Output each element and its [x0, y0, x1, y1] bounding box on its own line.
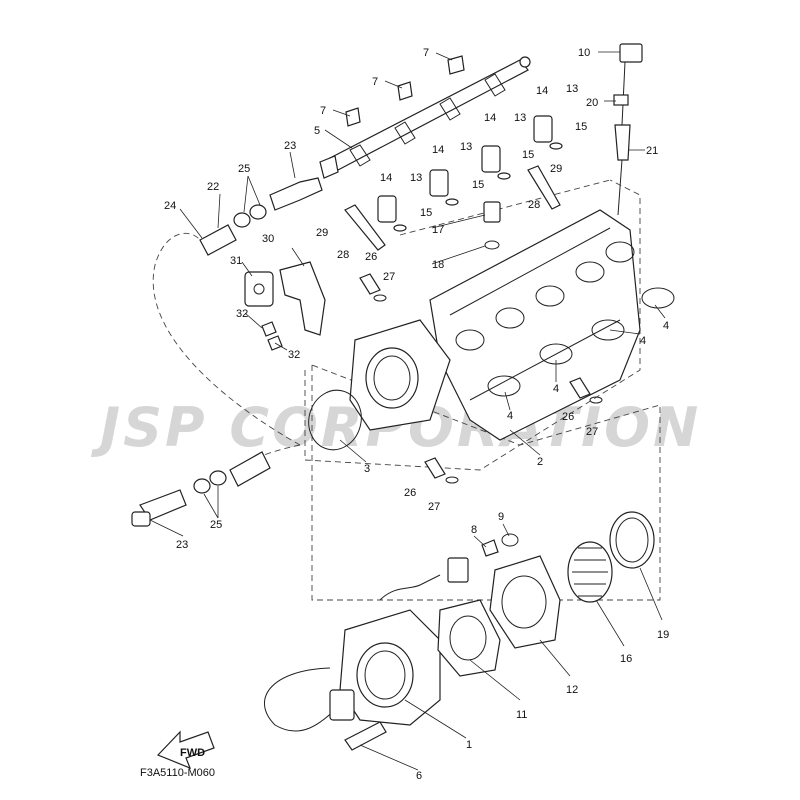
- callout-16: 16: [620, 653, 632, 665]
- callout-28: 28: [528, 199, 540, 211]
- fwd-arrow: FWD: [156, 730, 215, 770]
- callout-13: 13: [460, 141, 472, 153]
- throttle-body: [264, 557, 469, 751]
- callout-1: 1: [466, 739, 472, 751]
- pressure-sensor: [483, 201, 501, 250]
- callout-14: 14: [380, 172, 392, 184]
- callout-13: 13: [514, 112, 526, 124]
- callout-29: 29: [550, 163, 562, 175]
- callout-14: 14: [432, 144, 444, 156]
- callout-32: 32: [288, 349, 300, 361]
- fuel-rail: [319, 56, 531, 179]
- callout-18: 18: [432, 259, 444, 271]
- callout-32: 32: [236, 308, 248, 320]
- callout-15: 15: [472, 179, 484, 191]
- callout-23: 23: [284, 140, 296, 152]
- leader-lines: [149, 51, 666, 771]
- callout-29: 29: [316, 227, 328, 239]
- callout-20: 20: [586, 97, 598, 109]
- hose-assembly-lower: [131, 451, 271, 527]
- hose-assembly-upper: [199, 177, 323, 256]
- callout-6: 6: [416, 770, 422, 782]
- callout-13: 13: [566, 83, 578, 95]
- callout-14: 14: [536, 85, 548, 97]
- callout-15: 15: [575, 121, 587, 133]
- callout-28: 28: [337, 249, 349, 261]
- callout-23: 23: [176, 539, 188, 551]
- callout-11: 11: [516, 709, 527, 721]
- callout-25: 25: [238, 163, 250, 175]
- callout-27: 27: [428, 501, 440, 513]
- callout-26: 26: [404, 487, 416, 499]
- callout-7: 7: [320, 105, 326, 117]
- callout-27: 27: [586, 426, 598, 438]
- callout-4: 4: [640, 335, 646, 347]
- callout-5: 5: [314, 125, 320, 137]
- callout-7: 7: [423, 47, 429, 59]
- callout-14: 14: [484, 112, 496, 124]
- fwd-label: FWD: [180, 747, 205, 759]
- intake-manifold: [349, 209, 641, 441]
- drawing-code: F3A5110-M060: [140, 767, 215, 779]
- callout-2: 2: [537, 456, 543, 468]
- callout-7: 7: [372, 76, 378, 88]
- bracket: [244, 261, 326, 351]
- callout-15: 15: [522, 149, 534, 161]
- callout-9: 9: [498, 511, 504, 523]
- callout-31: 31: [230, 255, 242, 267]
- callout-21: 21: [646, 145, 658, 157]
- callout-17: 17: [432, 224, 444, 236]
- callout-labels: 1 2 3 4 4 4 4 5 6 7 7 7 8 9 10 11 12 13 …: [164, 47, 669, 782]
- callout-4: 4: [663, 320, 669, 332]
- callout-3: 3: [364, 463, 370, 475]
- callout-26: 26: [562, 411, 574, 423]
- assembly-outlines: [152, 179, 661, 601]
- screen-and-ring: [567, 511, 655, 603]
- callout-4: 4: [553, 383, 559, 395]
- callout-26: 26: [365, 251, 377, 263]
- callout-22: 22: [207, 181, 219, 193]
- gaskets: [437, 533, 561, 677]
- callout-13: 13: [410, 172, 422, 184]
- temp-sensor: [613, 43, 643, 216]
- injectors: [377, 115, 563, 232]
- callout-4: 4: [507, 410, 513, 422]
- rail-screws: [345, 55, 465, 127]
- callout-30: 30: [262, 233, 274, 245]
- bolts: [344, 165, 603, 484]
- callout-10: 10: [578, 47, 590, 59]
- callout-25: 25: [210, 519, 222, 531]
- callout-19: 19: [657, 629, 669, 641]
- callout-15: 15: [420, 207, 432, 219]
- callout-8: 8: [471, 524, 477, 536]
- callout-27: 27: [383, 271, 395, 283]
- callout-12: 12: [566, 684, 578, 696]
- callout-24: 24: [164, 200, 176, 212]
